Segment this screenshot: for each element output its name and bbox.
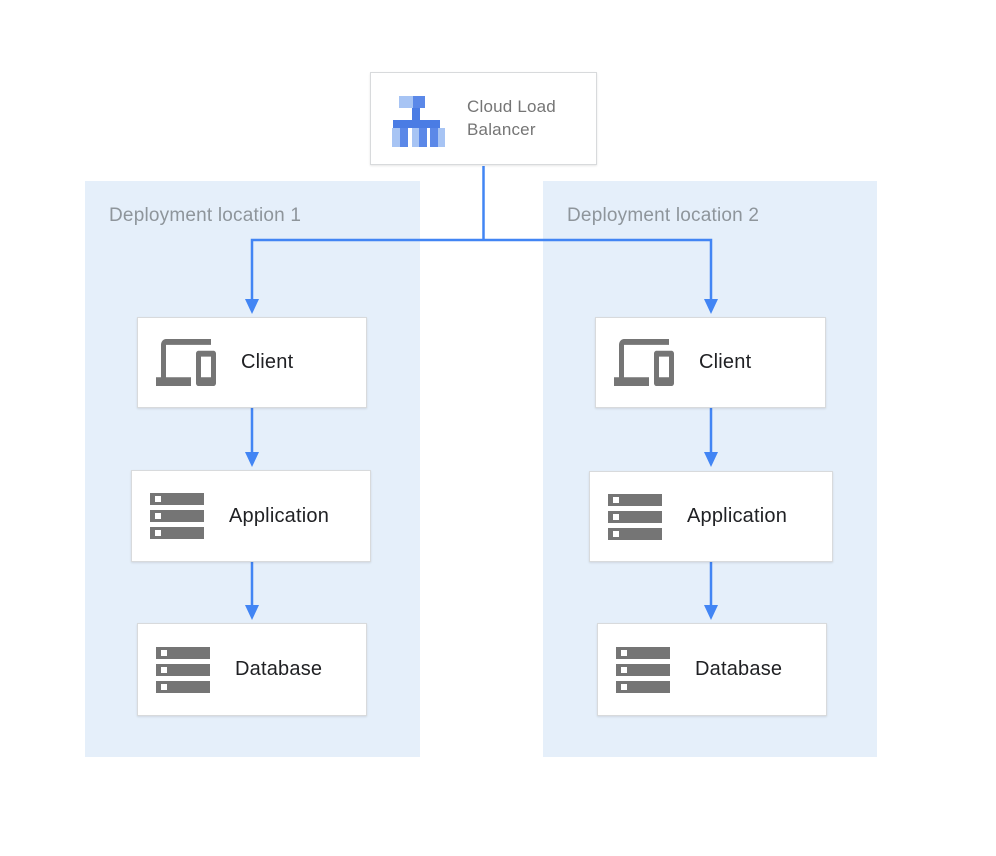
server-stack-icon xyxy=(616,646,670,693)
node-client-1: Client xyxy=(137,317,367,408)
node-label-database: Database xyxy=(235,658,323,680)
server-stack-icon xyxy=(150,493,204,539)
node-database-1: Database xyxy=(137,623,367,716)
node-label-load-balancer: Cloud Load Balancer xyxy=(467,96,556,139)
node-label-client: Client xyxy=(699,351,752,373)
panel-title-1: Deployment location 1 xyxy=(109,205,302,226)
node-client-2: Client xyxy=(595,317,826,408)
node-label-client: Client xyxy=(241,351,294,373)
server-stack-icon xyxy=(608,493,662,540)
server-stack-icon xyxy=(156,646,210,693)
devices-icon xyxy=(156,339,216,386)
node-cloud-load-balancer: Cloud Load Balancer xyxy=(370,72,597,165)
node-label-application: Application xyxy=(229,504,330,527)
devices-icon xyxy=(614,339,674,386)
node-database-2: Database xyxy=(597,623,827,716)
node-application-1: Application xyxy=(131,470,371,562)
node-label-database: Database xyxy=(695,658,783,680)
load-balancer-icon xyxy=(389,91,445,147)
panel-title-2: Deployment location 2 xyxy=(567,205,760,226)
node-application-2: Application xyxy=(589,471,833,562)
node-label-application: Application xyxy=(687,505,788,527)
